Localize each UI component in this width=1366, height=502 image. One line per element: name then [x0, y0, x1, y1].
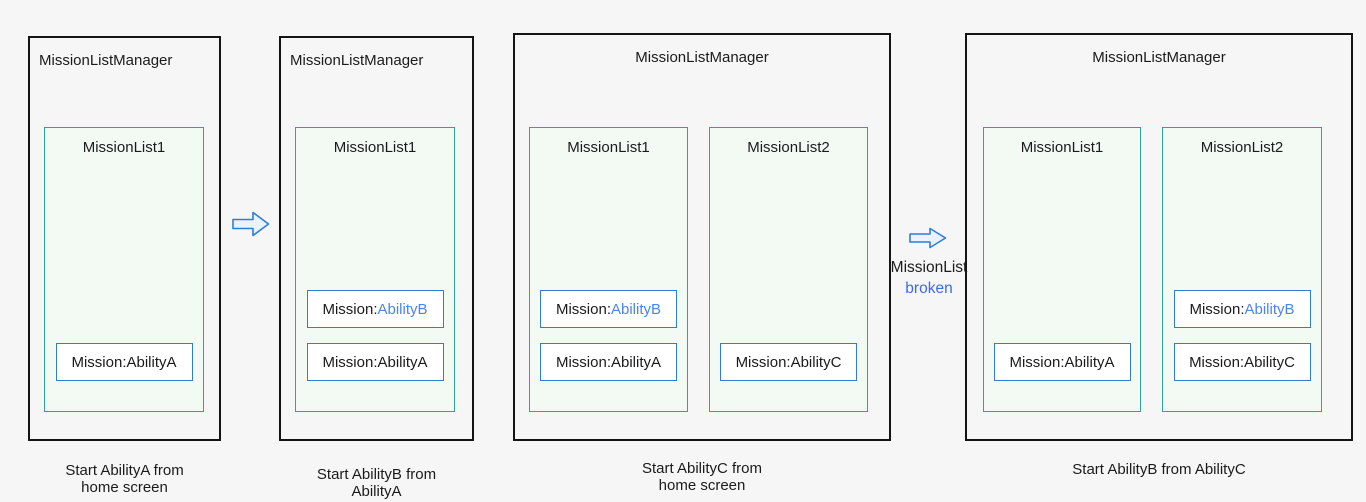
mission-list-title: MissionList2 — [1200, 139, 1284, 156]
transition-arrow-2 — [909, 227, 947, 249]
panel-caption: Start AbilityC from home screen — [513, 460, 891, 494]
mission-prefix: Mission: — [735, 353, 791, 371]
mission-box: Mission:AbilityA — [55, 343, 193, 381]
mission-box: Mission:AbilityC — [1173, 343, 1311, 381]
panel-title: MissionListManager — [635, 49, 769, 66]
mission-ability: AbilityB — [377, 300, 428, 318]
panel-state-4: MissionListManager MissionList1 Mission:… — [965, 33, 1353, 441]
caption-line: AbilityA — [351, 483, 402, 500]
mission-list-box: MissionList1 Mission:AbilityA — [983, 127, 1141, 412]
missionlist-broken-label: MissionList broken — [854, 257, 1004, 299]
mission-box: Mission:AbilityA — [306, 343, 444, 381]
panel-title: MissionListManager — [39, 52, 173, 69]
mission-stack: Mission:AbilityB Mission:AbilityA — [296, 157, 454, 411]
caption-line: home screen — [81, 479, 168, 496]
panel-title: MissionListManager — [290, 52, 424, 69]
arrow-right-icon — [909, 227, 947, 249]
mission-prefix: Mission: — [1009, 353, 1065, 371]
mission-stack: Mission:AbilityC — [710, 157, 867, 411]
arrow-right-icon — [232, 211, 270, 237]
mission-box: Mission:AbilityB — [540, 290, 677, 328]
panel-caption: Start AbilityB from AbilityA — [279, 466, 474, 500]
label-line-broken: broken — [905, 280, 953, 297]
panel-state-1: MissionListManager MissionList1 Mission:… — [28, 36, 221, 441]
mission-list-title: MissionList1 — [567, 139, 650, 156]
mission-ability: AbilityA — [1064, 353, 1115, 371]
mission-stack: Mission:AbilityB Mission:AbilityC — [1163, 157, 1321, 411]
mission-box: Mission:AbilityB — [1173, 290, 1311, 328]
mission-list-box: MissionList2 Mission:AbilityB Mission:Ab… — [1162, 127, 1322, 412]
mission-box: Mission:AbilityA — [540, 343, 677, 381]
caption-line: Start AbilityB from AbilityC — [1072, 461, 1246, 478]
mission-ability: AbilityC — [790, 353, 842, 371]
mission-list-box: MissionList1 Mission:AbilityB Mission:Ab… — [529, 127, 688, 412]
mission-stack: Mission:AbilityA — [45, 157, 203, 411]
mission-ability: AbilityC — [1244, 353, 1295, 371]
mission-stack: Mission:AbilityA — [984, 157, 1140, 411]
mission-list-box: MissionList2 Mission:AbilityC — [709, 127, 868, 412]
caption-line: Start AbilityA from — [65, 462, 184, 479]
mission-box: Mission:AbilityA — [993, 343, 1131, 381]
label-line-missionlist: MissionList — [890, 259, 968, 276]
mission-list-title: MissionList1 — [82, 139, 166, 156]
caption-line: home screen — [658, 477, 746, 494]
mission-ability: AbilityA — [610, 353, 662, 371]
caption-line: Start AbilityB from — [316, 466, 437, 483]
panel-title: MissionListManager — [1092, 49, 1226, 66]
mission-prefix: Mission: — [322, 353, 378, 371]
mission-list-title: MissionList1 — [1020, 139, 1104, 156]
panel-caption: Start AbilityB from AbilityC — [965, 461, 1353, 478]
mission-stack: Mission:AbilityB Mission:AbilityA — [530, 157, 687, 411]
panel-state-3: MissionListManager MissionList1 Mission:… — [513, 33, 891, 441]
mission-list-box: MissionList1 Mission:AbilityA — [44, 127, 204, 412]
mission-list-title: MissionList1 — [333, 139, 417, 156]
mission-box: Mission:AbilityB — [306, 290, 444, 328]
mission-prefix: Mission: — [1189, 300, 1245, 318]
mission-ability: AbilityB — [1244, 300, 1295, 318]
mission-prefix: Mission: — [322, 300, 378, 318]
mission-list-box: MissionList1 Mission:AbilityB Mission:Ab… — [295, 127, 455, 412]
caption-line: Start AbilityC from — [641, 460, 763, 477]
mission-ability: AbilityA — [126, 353, 177, 371]
transition-arrow-1 — [232, 211, 270, 237]
mission-ability: AbilityB — [610, 300, 662, 318]
mission-prefix: Mission: — [555, 353, 611, 371]
mission-prefix: Mission: — [555, 300, 611, 318]
mission-box: Mission:AbilityC — [720, 343, 857, 381]
mission-prefix: Mission: — [1189, 353, 1245, 371]
mission-prefix: Mission: — [71, 353, 127, 371]
panel-state-2: MissionListManager MissionList1 Mission:… — [279, 36, 474, 441]
panel-caption: Start AbilityA from home screen — [28, 462, 221, 496]
mission-list-title: MissionList2 — [747, 139, 830, 156]
mission-ability: AbilityA — [377, 353, 428, 371]
